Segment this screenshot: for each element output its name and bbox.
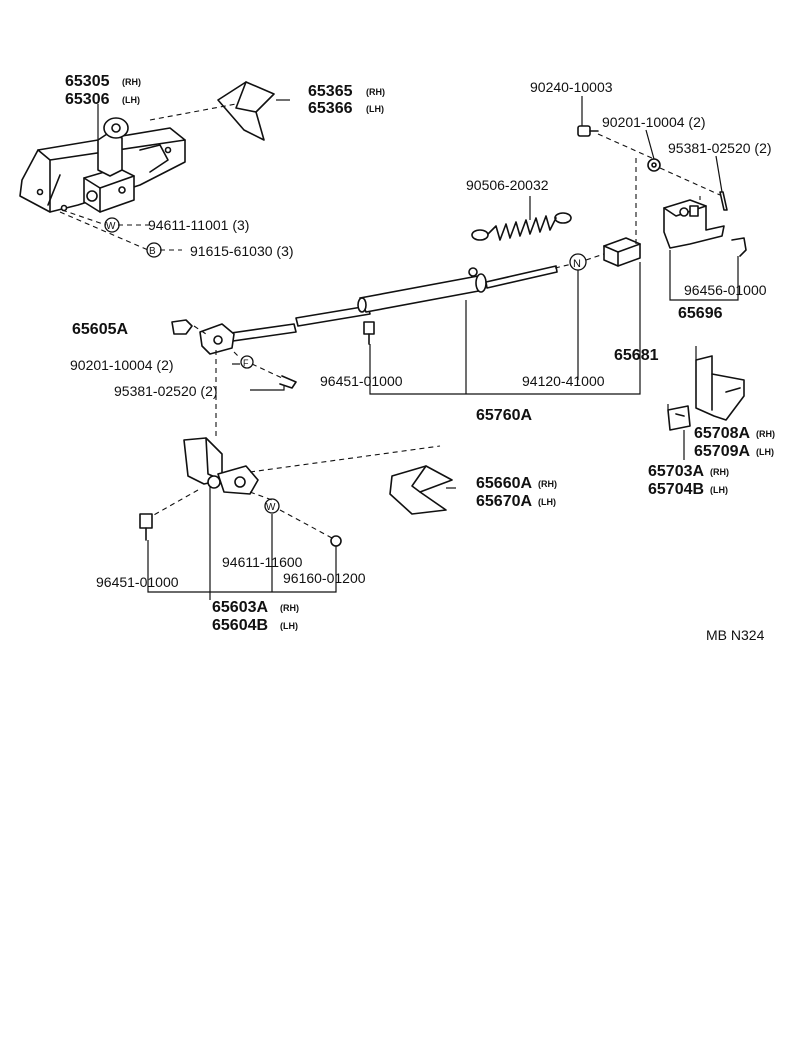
label-65696: 65696 xyxy=(678,305,723,322)
label-65603A-side: (RH) xyxy=(280,603,299,613)
lower-bracket-65603A xyxy=(183,437,259,495)
label-65306-side: (LH) xyxy=(122,95,140,105)
label-96451-01000-bot: 96451-01000 xyxy=(96,574,179,590)
cotter-pin-95381-top xyxy=(719,191,728,211)
label-65660A: 65660A xyxy=(476,475,532,492)
label-65670A-side: (LH) xyxy=(538,497,556,507)
label-91615-61030: 91615-61030 (3) xyxy=(190,243,294,259)
cotter-pin-95381-left xyxy=(279,375,297,389)
grease-nipple-96451-mid xyxy=(363,321,375,345)
washer-marker-lower: W xyxy=(266,502,276,513)
pin-96456 xyxy=(731,237,747,257)
label-94611-11600: 94611-11600 xyxy=(222,554,303,570)
part-labels: 65305 (RH) 65306 (LH) 65365 (RH) 65366 (… xyxy=(65,73,775,643)
label-65306: 65306 xyxy=(65,91,110,108)
label-65708A: 65708A xyxy=(694,425,750,442)
label-96451-01000-mid: 96451-01000 xyxy=(320,373,403,389)
nut-94120: N xyxy=(569,253,587,271)
label-65604B-side: (LH) xyxy=(280,621,298,631)
pin-65605A xyxy=(171,319,193,335)
reference-code: MB N324 xyxy=(706,627,765,643)
clip-96160 xyxy=(330,535,342,547)
label-65603A: 65603A xyxy=(212,599,268,616)
bracket-65696 xyxy=(663,199,725,249)
label-95381-02520-left: 95381-02520 (2) xyxy=(114,383,218,399)
washer-90201-top xyxy=(647,158,661,172)
label-90201-10004-top: 90201-10004 (2) xyxy=(602,114,706,130)
label-65605A: 65605A xyxy=(72,321,128,338)
nut-marker: N xyxy=(573,258,581,270)
label-65604B: 65604B xyxy=(212,617,268,634)
label-65366: 65366 xyxy=(308,100,353,117)
clevis-end xyxy=(199,323,235,355)
leader-lines xyxy=(59,96,739,600)
retainer-marker: F xyxy=(243,358,249,368)
label-65760A: 65760A xyxy=(476,407,532,424)
label-96456-01000: 96456-01000 xyxy=(684,282,767,298)
bracket-assembly-65305 xyxy=(19,117,186,213)
label-65305: 65305 xyxy=(65,73,110,90)
chevron-plate-65365 xyxy=(217,81,275,141)
label-65681: 65681 xyxy=(614,347,659,364)
label-65365-side: (RH) xyxy=(366,87,385,97)
retainer-f: F xyxy=(240,355,254,369)
label-90201-10004-left: 90201-10004 (2) xyxy=(70,357,174,373)
label-90506-20032: 90506-20032 xyxy=(466,177,549,193)
bolt-marker-top: B xyxy=(149,246,156,257)
label-65660A-side: (RH) xyxy=(538,479,557,489)
label-94120-41000: 94120-41000 xyxy=(522,373,605,389)
bolt-90240 xyxy=(577,125,599,137)
spring-90506 xyxy=(471,212,572,241)
label-65708A-side: (RH) xyxy=(756,429,775,439)
bolt-b-top: B xyxy=(146,242,162,258)
label-95381-02520-top: 95381-02520 (2) xyxy=(668,140,772,156)
shim-65703A xyxy=(667,405,691,431)
label-65305-side: (RH) xyxy=(122,77,141,87)
bracket-65708A xyxy=(695,355,745,421)
label-96160-01200: 96160-01200 xyxy=(283,570,366,586)
label-65709A: 65709A xyxy=(694,443,750,460)
label-65365: 65365 xyxy=(308,83,353,100)
washer-marker-top: W xyxy=(106,221,116,232)
label-65703A-side: (RH) xyxy=(710,467,729,477)
washer-w-top: W xyxy=(104,217,120,233)
label-65709A-side: (LH) xyxy=(756,447,774,457)
washer-w-lower: W xyxy=(264,498,280,514)
chevron-plate-65660A xyxy=(389,465,453,515)
label-65704B-side: (LH) xyxy=(710,485,728,495)
label-65703A: 65703A xyxy=(648,463,704,480)
rod-assembly-65760A xyxy=(209,265,558,345)
block-65681 xyxy=(603,237,641,267)
label-90240-10003: 90240-10003 xyxy=(530,79,613,95)
label-65366-side: (LH) xyxy=(366,104,384,114)
label-65670A: 65670A xyxy=(476,493,532,510)
label-65704B: 65704B xyxy=(648,481,704,498)
grease-nipple-96451-bot xyxy=(139,513,153,541)
label-94611-11001: 94611-11001 (3) xyxy=(148,217,249,233)
